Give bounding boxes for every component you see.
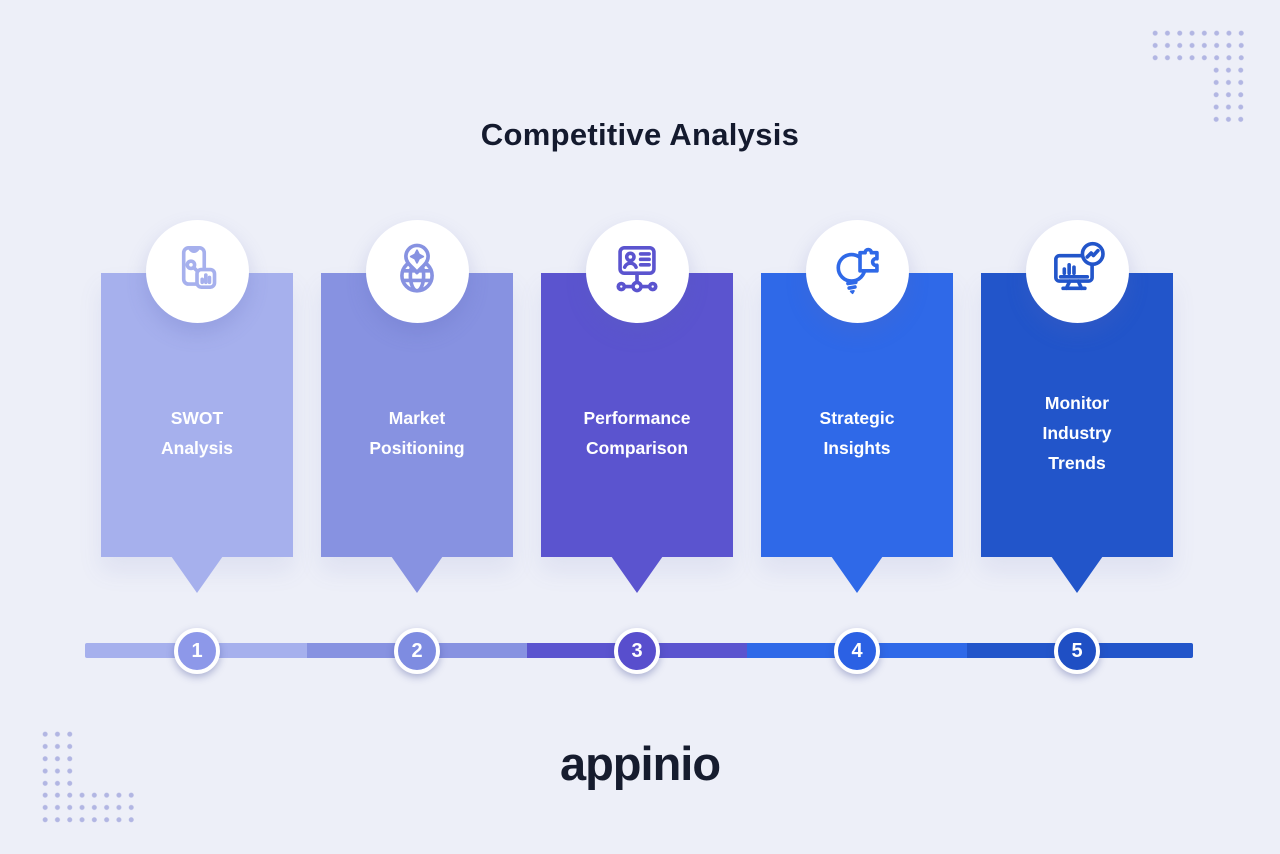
step-icon-circle [365,220,469,323]
step-number-badge: 5 [1054,628,1100,674]
globe-location-pin-icon [388,240,446,303]
id-card-orgchart-icon [608,240,666,303]
dot-grid-bottom-left-vertical [36,725,74,787]
step-card-label-line: Industry [1042,423,1112,443]
step-card-label-line: Comparison [585,438,689,458]
step-card-pointer [391,556,443,593]
step-card-label-line: Market [388,408,446,428]
step-icon-circle [145,220,249,323]
step-number-badge: 3 [614,628,660,674]
dot-grid-bottom-left-horizontal [36,786,135,823]
step-number-badge: 2 [394,628,440,674]
step-card-label-line: Positioning [369,438,465,458]
step-icon-circle [805,220,909,323]
dot-grid-top-right-vertical [1207,61,1245,123]
step-icon-circle [585,220,689,323]
step-card-label-line: Performance [583,408,691,428]
step-card-pointer [611,556,663,593]
step-card-label-line: Insights [823,438,891,458]
page-title: Competitive Analysis [480,117,800,152]
step-card-label-line: Monitor [1044,393,1110,413]
phone-analytics-icon [168,240,226,303]
step-card-label-line: Analysis [161,438,233,458]
step-icon-circle [1025,220,1129,323]
step-number-badge: 1 [174,628,220,674]
dot-grid-top-right-horizontal [1146,24,1245,61]
step-card-pointer [171,556,223,593]
lightbulb-puzzle-icon [828,240,886,303]
step-card-label: SWOT Analysis [161,403,233,463]
step-card-label-line: Strategic [819,408,895,428]
step-card-label-line: SWOT [170,408,224,428]
step-card-label-line: Trends [1048,453,1106,473]
step-card-pointer [831,556,883,593]
appinio-logo: appinio [559,737,721,790]
monitor-trend-icon [1048,240,1106,303]
step-number-badge: 4 [834,628,880,674]
timeline-track [85,643,1193,658]
step-card-pointer [1051,556,1103,593]
